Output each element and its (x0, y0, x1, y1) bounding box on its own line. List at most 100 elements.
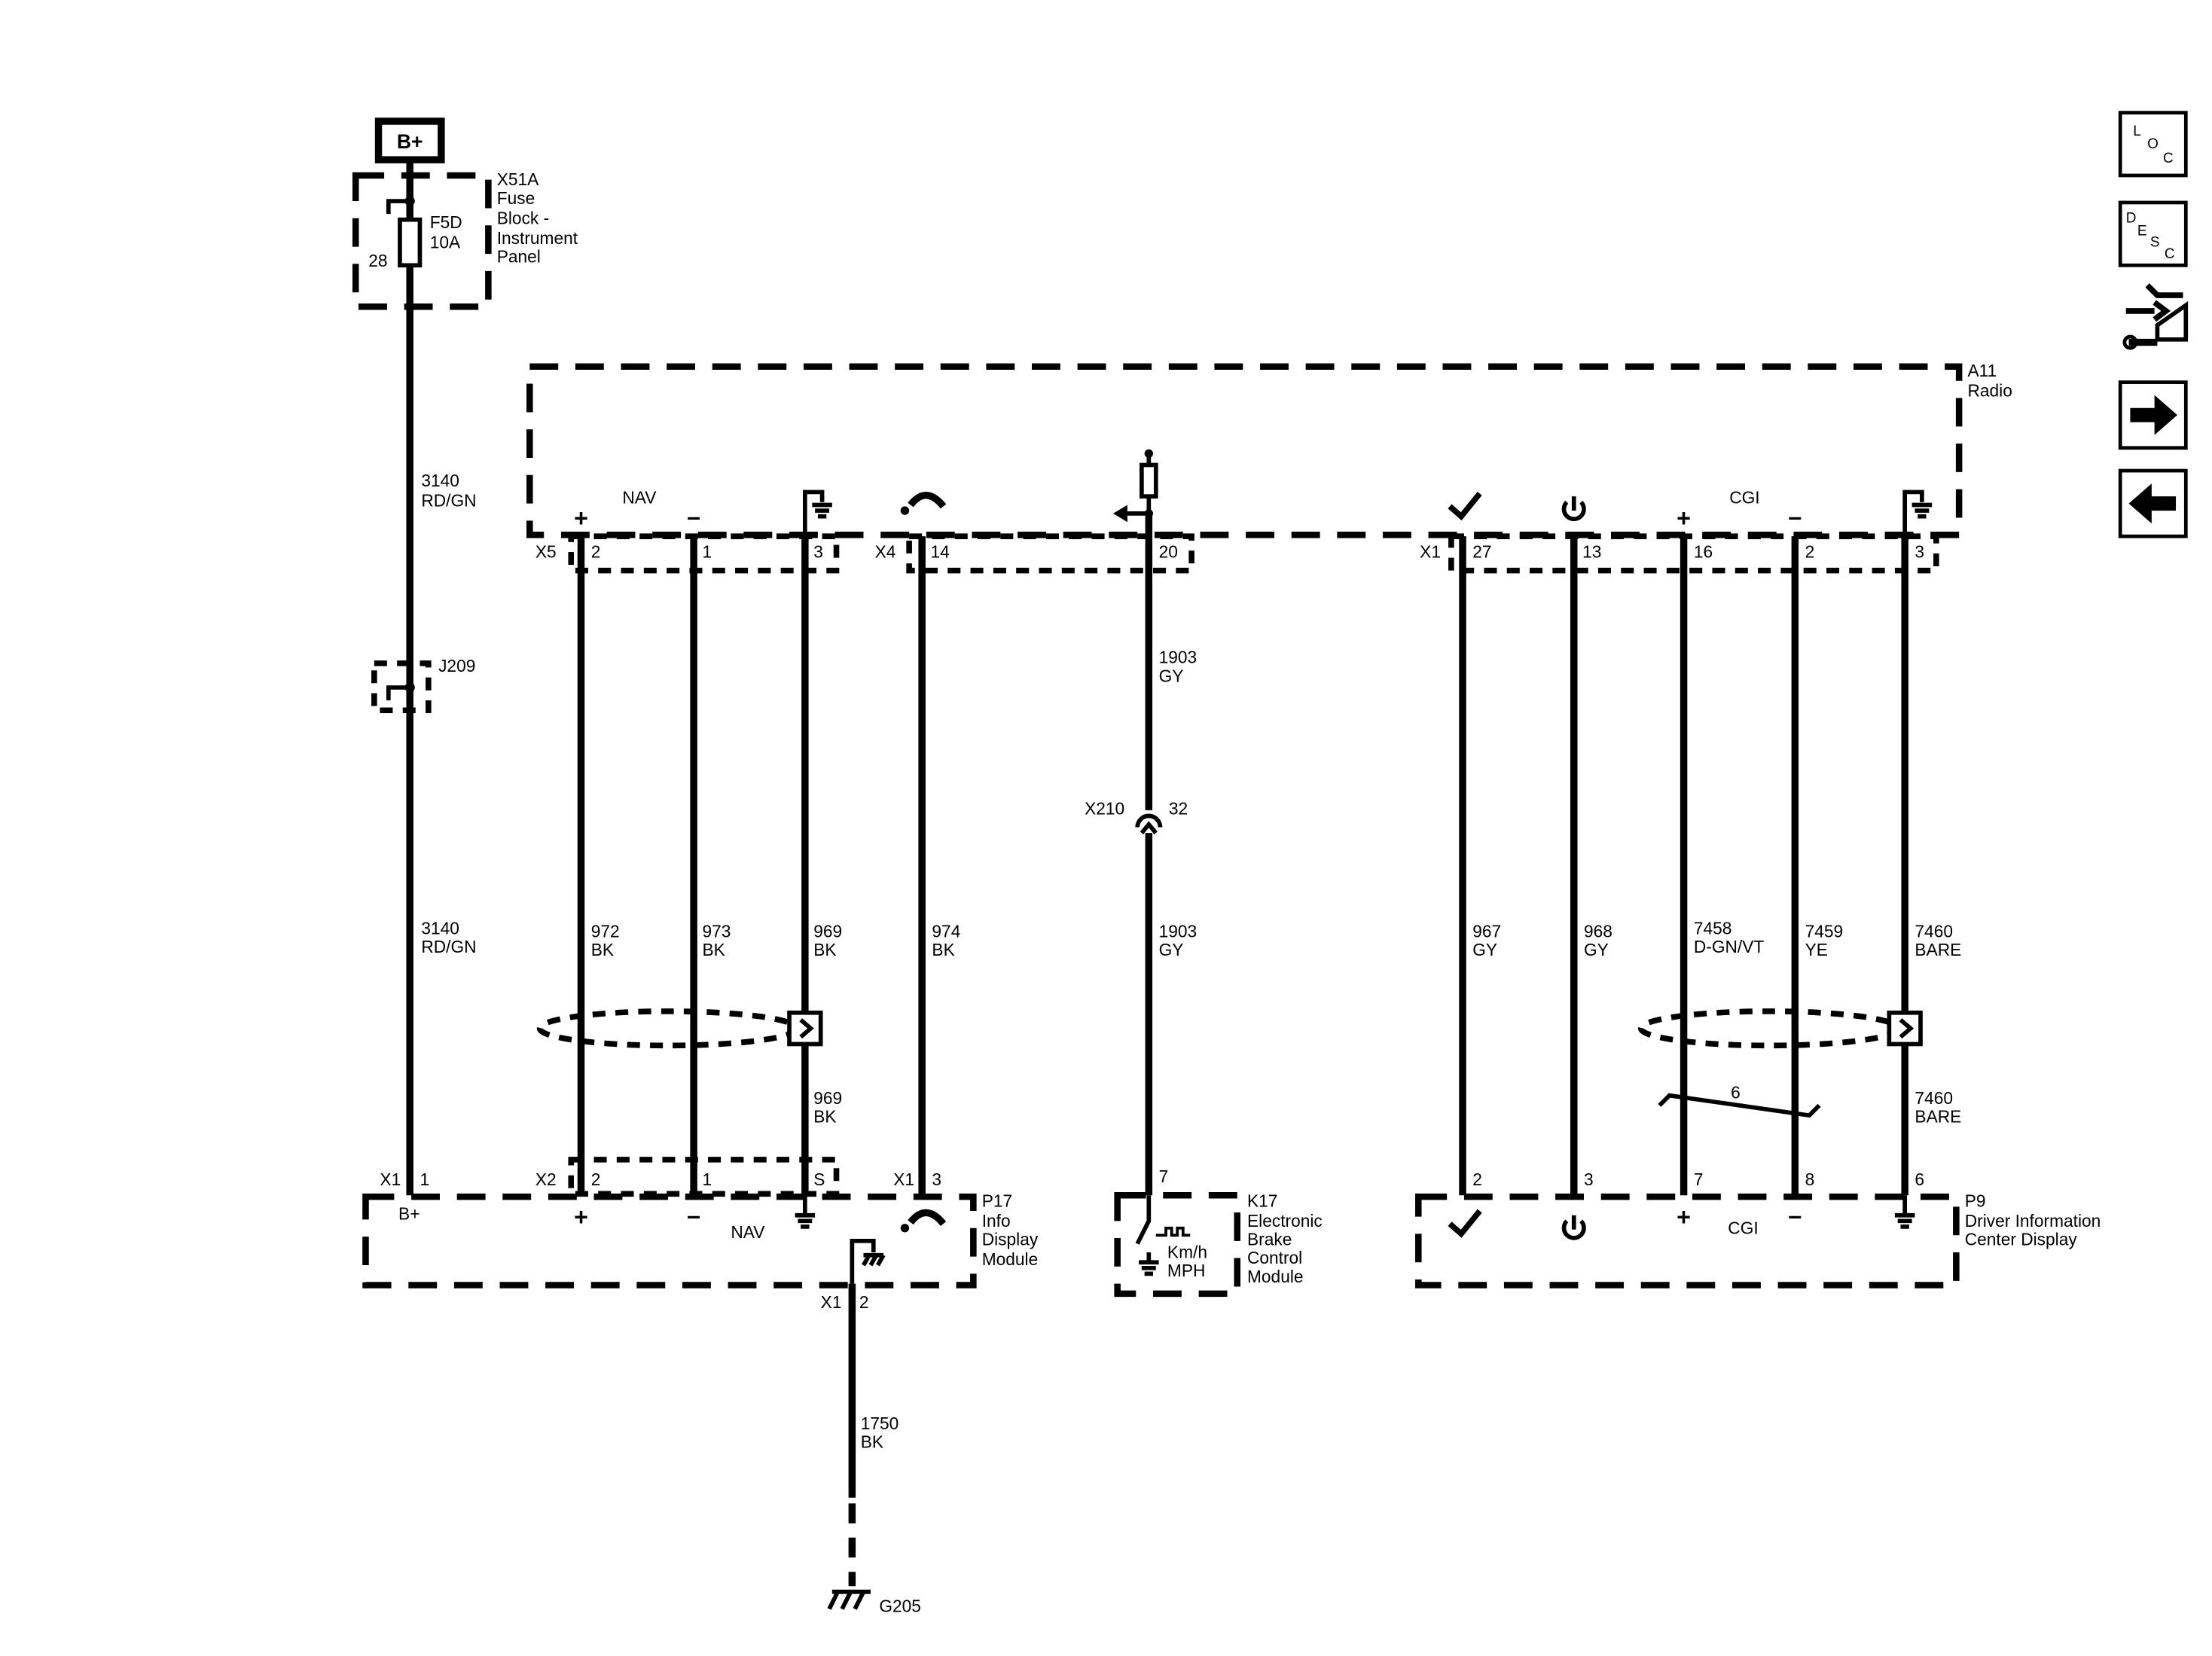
wire-968-number: 968 (1584, 921, 1612, 941)
fuse-block: 28 F5D 10A X51A Fuse Block - Instrument … (352, 160, 578, 310)
twisted-pair-label: 6 (1731, 1082, 1741, 1102)
radio-pin-13: 13 (1582, 542, 1601, 562)
arrow-left-icon (2128, 483, 2177, 524)
radio-cgi-label: CGI (1729, 488, 1759, 508)
dic-ground-icon (1894, 1195, 1915, 1229)
wire-7460-color: BARE (1915, 940, 1961, 959)
p17-pin-3: 3 (932, 1170, 941, 1189)
p17-pin-1: 1 (420, 1170, 429, 1189)
loc-letter-3: C (2163, 151, 2174, 166)
dic-power-icon (1561, 1215, 1586, 1240)
radio-nav-label: NAV (622, 488, 657, 508)
speed-signal-wires: X210 32 1903 GY 1903 GY (1085, 513, 1198, 1196)
previous-page-button[interactable] (2118, 468, 2188, 538)
wire-972-number: 972 (591, 921, 620, 941)
cgi-shield-drain (1887, 1010, 1923, 1047)
p17-minus-symbol: – (687, 1202, 700, 1229)
fuse-block-line-5: Panel (497, 247, 541, 267)
radio-power-icon (1561, 496, 1586, 522)
wire-1750-number: 1750 (861, 1414, 899, 1433)
dic-pin-6: 6 (1915, 1170, 1924, 1189)
chassis-ground-icon (827, 1589, 871, 1610)
ebcm-name-1: Electronic (1247, 1211, 1323, 1231)
splice-j209: J209 (371, 656, 475, 714)
wire-969-drain-number: 969 (813, 1088, 842, 1108)
p17-name-1: Info (982, 1211, 1011, 1231)
wire-974-color: BK (932, 940, 954, 959)
repair-procedure-icon[interactable] (2122, 283, 2189, 350)
fuse-block-line-3: Block - (497, 208, 549, 227)
p17-id: P17 (982, 1191, 1012, 1210)
p17-nav-label: NAV (731, 1222, 765, 1242)
radio-cgi-ground-icon (1902, 489, 1933, 537)
wire-1903-lower-number: 1903 (1159, 921, 1198, 941)
radio-x5-label: X5 (535, 542, 557, 562)
radio-cgi-minus-symbol: – (1788, 503, 1802, 530)
desc-letter-4: C (2165, 246, 2175, 262)
p17-name-3: Module (982, 1249, 1039, 1269)
ground-circuit: 1750 BK G205 (827, 1283, 921, 1615)
p17-x1-label: X1 (380, 1170, 401, 1189)
p17-phone-icon (900, 1209, 947, 1233)
radio-check-icon (1448, 491, 1482, 521)
battery-label: B+ (397, 130, 423, 153)
fuse-name: F5D (430, 212, 462, 232)
radio-x1-connector (1448, 533, 1939, 574)
radio-cgi-plus-symbol: + (1677, 505, 1691, 532)
dic-pin-7: 7 (1694, 1170, 1704, 1189)
wire-969-color: BK (813, 940, 836, 959)
p17-x2-label: X2 (535, 1170, 557, 1189)
dic-pin-3: 3 (1584, 1170, 1594, 1189)
desc-letter-2: E (2137, 224, 2147, 239)
p17-pin-s: S (813, 1170, 825, 1189)
wire-7459-number: 7459 (1805, 921, 1844, 941)
radio-x1-label: X1 (1420, 542, 1441, 562)
radio-x4-label: X4 (875, 542, 896, 562)
ebcm-name-3: Control (1247, 1248, 1302, 1267)
dic-plus-symbol: + (1677, 1203, 1691, 1231)
wire-968-color: GY (1584, 940, 1609, 959)
radio-pin-3b: 3 (1915, 542, 1924, 562)
p17-plus-symbol: + (574, 1203, 588, 1231)
battery-power-source: B+ (374, 117, 445, 163)
p17-ground-icon (795, 1195, 816, 1229)
ebcm-pin: 7 (1159, 1167, 1169, 1186)
radio-plus-symbol: + (574, 505, 588, 532)
dic-name-2: Center Display (1965, 1230, 2078, 1249)
radio-pin-2: 2 (591, 542, 601, 562)
info-display-module: X1 1 X2 2 1 S X1 3 B+ + – NAV P17 Info D… (362, 1157, 1039, 1312)
p17-ground-pin: 2 (859, 1292, 869, 1312)
ebcm-id: K17 (1247, 1191, 1277, 1210)
description-button[interactable]: D E S C (2118, 200, 2188, 267)
desc-letter-3: S (2150, 235, 2160, 251)
desc-letter-1: D (2126, 210, 2137, 226)
radio-pin-27: 27 (1472, 542, 1491, 562)
wire-3140-upper-number: 3140 (421, 471, 459, 490)
location-button[interactable]: L O C (2118, 111, 2188, 178)
radio-speed-input-icon (1112, 449, 1158, 523)
p17-x1-label-b: X1 (893, 1170, 914, 1189)
dic-pin-2: 2 (1472, 1170, 1482, 1189)
ground-label: G205 (879, 1596, 921, 1615)
cgi-wires: 967 GY 968 GY 7458 D-GN/VT 7459 YE 7460 … (1459, 536, 1961, 1196)
wire-973-color: BK (702, 940, 725, 959)
wire-7458-color: D-GN/VT (1694, 937, 1765, 956)
p17-ground-connector: X1 (821, 1292, 842, 1312)
dic-name-1: Driver Information (1965, 1211, 2101, 1231)
loc-letter-2: O (2147, 136, 2159, 152)
next-page-button[interactable] (2118, 380, 2188, 450)
radio-pin-1: 1 (702, 542, 712, 562)
wire-7459-color: YE (1805, 940, 1828, 959)
radio-minus-symbol: – (687, 503, 700, 530)
inline-connector-symbol (1135, 813, 1163, 828)
radio-id: A11 (1968, 361, 1997, 380)
radio-name: Radio (1968, 381, 2012, 401)
p17-pin-2: 2 (591, 1170, 601, 1189)
nav-wires: 972 BK 973 BK 969 BK 969 BK 974 BK (536, 536, 960, 1196)
ebcm-speed-unit-1: Km/h (1167, 1243, 1207, 1262)
radio-phone-icon (900, 492, 947, 515)
ebcm-name-4: Module (1247, 1267, 1304, 1286)
dic-minus-symbol: – (1788, 1202, 1802, 1229)
radio-pin-2b: 2 (1805, 542, 1815, 562)
